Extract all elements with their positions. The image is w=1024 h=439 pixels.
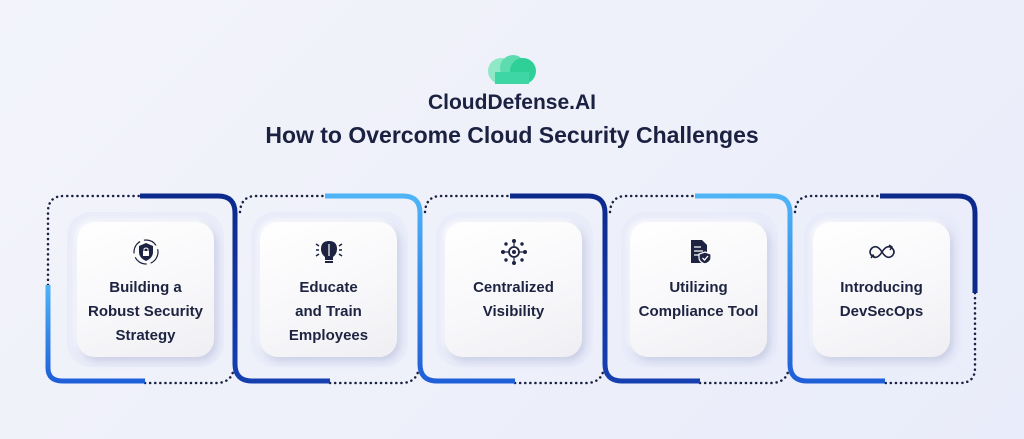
dotted-path-1 bbox=[46, 194, 142, 287]
dotted-path-10 bbox=[883, 291, 977, 385]
dotted-path-7 bbox=[608, 194, 697, 214]
dotted-path-8 bbox=[698, 370, 790, 385]
document-shield-icon bbox=[691, 240, 712, 265]
dotted-path-3 bbox=[238, 194, 327, 214]
dark-path-3 bbox=[880, 193, 978, 293]
clouddefense-logo bbox=[488, 55, 536, 84]
dotted-path-2 bbox=[143, 370, 235, 385]
light-path-2 bbox=[325, 193, 515, 384]
shield-lock-icon bbox=[133, 239, 159, 265]
dark-path-2 bbox=[510, 193, 700, 384]
dotted-path-6 bbox=[513, 370, 605, 385]
dotted-path-9 bbox=[793, 194, 882, 214]
light-path-1 bbox=[45, 285, 145, 384]
brain-bulb-icon bbox=[315, 241, 343, 263]
network-hub-icon bbox=[501, 239, 527, 265]
page-title: How to Overcome Cloud Security Challenge… bbox=[265, 122, 759, 148]
brand-name: CloudDefense.AI bbox=[427, 91, 597, 114]
dotted-path-4 bbox=[328, 370, 420, 385]
dark-path-1 bbox=[140, 193, 330, 384]
dotted-path-5 bbox=[423, 194, 512, 214]
devops-loop-icon bbox=[869, 244, 895, 259]
light-path-3 bbox=[695, 193, 885, 384]
